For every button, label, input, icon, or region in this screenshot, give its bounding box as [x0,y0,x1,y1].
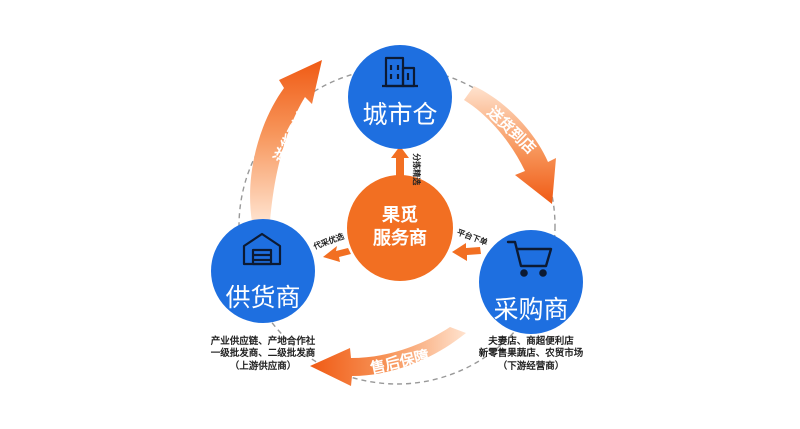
supplier-note-2: 一级批发商、二级批发商 [210,348,316,360]
center-title-line-2: 服务商 [373,228,427,250]
link-label-sort-select: 分拣精选 [412,153,422,186]
node-city-warehouse [348,45,452,149]
center-title: 果觅 服务商 [350,204,450,251]
warehouse-icon [242,232,282,266]
supplier-note-1: 产业供应链、产地合作社 [210,336,316,347]
arrow-center-to-supplier [323,246,351,262]
buyer-note-3: （下游经营商） [497,360,565,372]
building-icon [382,56,418,88]
buyer-note-1: 夫妻店、商超便利店 [488,336,574,347]
arrow-deliver-to-warehouse [250,60,322,222]
arrow-buyer-to-center [452,243,481,261]
arrow-center-to-warehouse [391,146,409,176]
node-buyer [479,230,583,334]
center-title-line-1: 果觅 [382,205,418,226]
supplier-note-3: （上游供应商） [229,360,297,372]
node-supplier [211,219,315,323]
buyer-notes: 夫妻店、商超便利店 新零售果蔬店、农贸市场 （下游经营商） [456,336,606,373]
supplier-label: 供货商 [225,283,301,312]
arrow-after-sales [310,327,466,386]
node-center [347,175,453,281]
shopping-cart-icon [506,240,553,277]
buyer-note-2: 新零售果蔬店、农贸市场 [478,348,584,360]
city-warehouse-label: 城市仓 [362,100,438,129]
arrow-deliver-to-store [464,86,556,204]
supplier-notes: 产业供应链、产地合作社 一级批发商、二级批发商 （上游供应商） [188,336,338,373]
buyer-label: 采购商 [493,295,569,324]
